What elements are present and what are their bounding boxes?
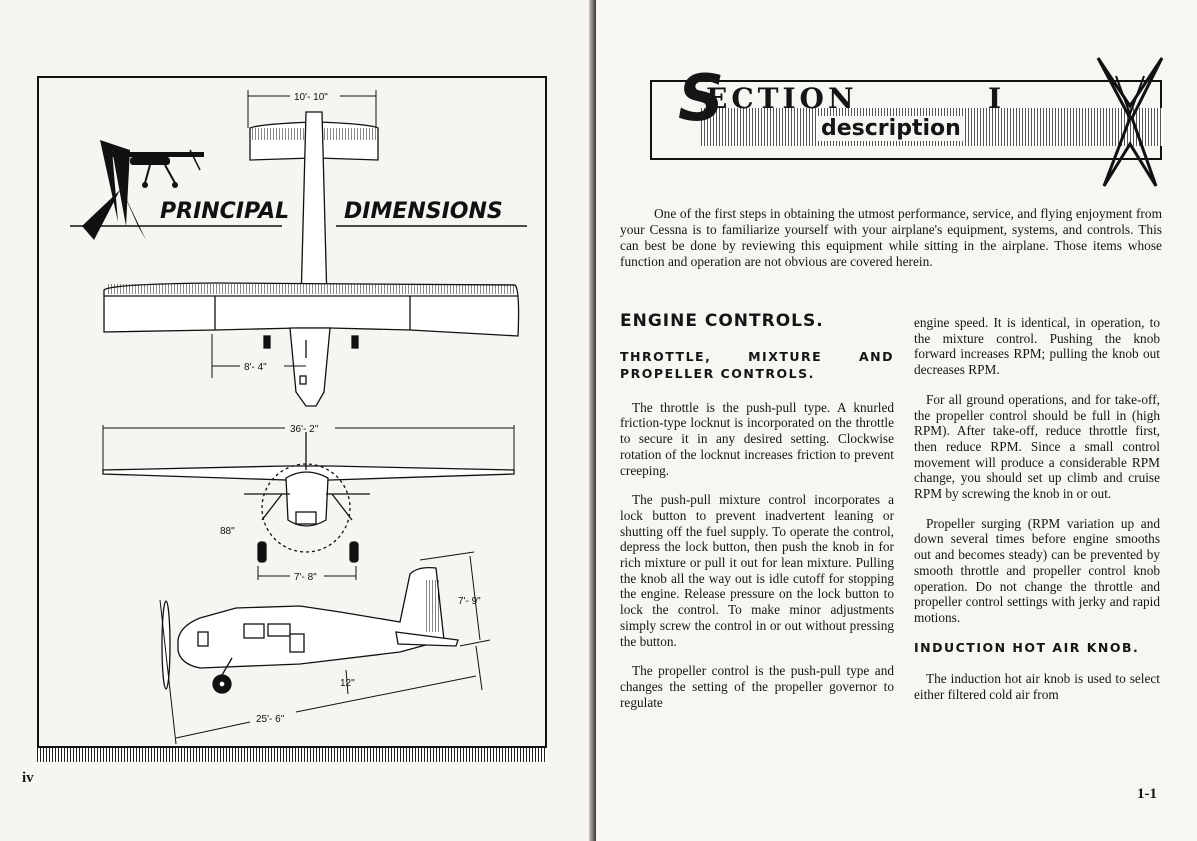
dim-prop-diameter: 88" (220, 526, 235, 537)
section-letter: S (678, 62, 725, 136)
right-page: S ECTION I description One of the first … (596, 0, 1197, 841)
dim-height: 7'- 9" (458, 596, 481, 607)
paragraph-mixture: The push-pull mixture control incorporat… (620, 492, 894, 649)
dim-gear-track-front: 7'- 8" (294, 572, 317, 583)
paragraph-induction: The induction hot air knob is used to se… (914, 671, 1160, 703)
paragraph-throttle: The throttle is the push-pull type. A kn… (620, 399, 894, 478)
dim-length: 25'- 6" (256, 714, 285, 725)
title-principal: PRINCIPAL (160, 199, 289, 224)
page-number-right: 1-1 (1137, 786, 1157, 802)
front-view (102, 432, 515, 563)
cessna-logo-icon (82, 140, 204, 240)
right-column: engine speed. It is identical, in operat… (914, 315, 1160, 717)
paragraph-propeller: The propeller control is the push-pull t… (620, 663, 894, 710)
top-view (103, 111, 520, 407)
paragraph-engine-speed: engine speed. It is identical, in operat… (914, 315, 1160, 378)
section-subtitle: description (818, 116, 964, 141)
dim-ground-clearance: 12" (340, 678, 355, 689)
section-word: ECTION (706, 82, 858, 115)
paragraph-propeller-surging: Propeller surging (RPM variation up and … (914, 515, 1160, 625)
heading-engine-controls: ENGINE CONTROLS. (620, 311, 824, 331)
left-column: ENGINE CONTROLS. THROTTLE, MIXTURE AND P… (620, 311, 894, 724)
heading-throttle-mixture: THROTTLE, MIXTURE AND PROPELLER CONTROLS… (620, 348, 894, 381)
x-emblem-icon (1096, 57, 1164, 187)
left-page: PRINCIPAL DIMENSIONS (0, 0, 593, 841)
aircraft-dimension-drawing: PRINCIPAL DIMENSIONS (70, 90, 527, 745)
paragraph-ground-operations: For all ground operations, and for take-… (914, 391, 1160, 502)
intro-paragraph: One of the first steps in obtaining the … (620, 206, 1162, 269)
dim-wing-span: 36'- 2" (290, 424, 319, 435)
bottom-hatch-bar (37, 746, 547, 762)
dim-gear-track-top: 8'- 4" (244, 362, 267, 373)
heading-induction-hot-air: INDUCTION HOT AIR KNOB. (914, 639, 1140, 655)
section-number: I (988, 82, 1002, 115)
title-dimensions: DIMENSIONS (344, 199, 503, 224)
page-number-left: iv (22, 770, 34, 786)
dim-tail-span: 10'- 10" (294, 92, 328, 103)
side-view (161, 566, 459, 694)
